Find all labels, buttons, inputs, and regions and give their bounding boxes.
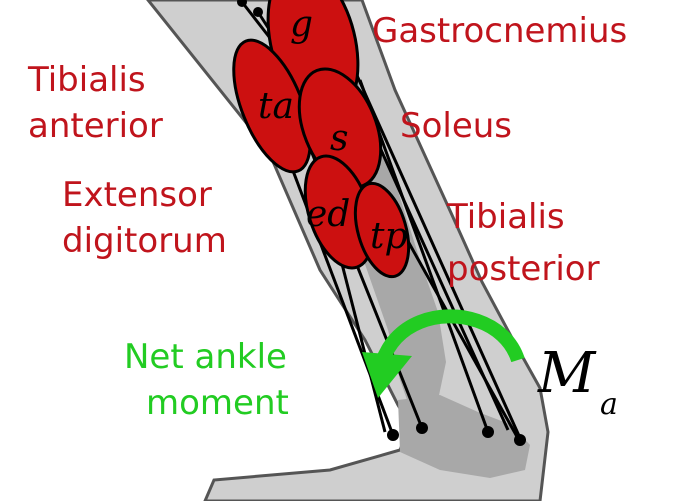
label-tibialis-posterior-line1: Tibialis [446,197,565,237]
muscle-letter-s: s [330,118,348,159]
label-gastrocnemius: Gastrocnemius [372,11,627,51]
label-soleus: Soleus [400,106,512,146]
label-extensor-line2: digitorum [62,221,227,261]
muscle-letter-ed: ed [306,194,350,235]
moment-symbol-M: M [537,341,597,406]
label-extensor-line1: Extensor [62,175,212,215]
label-net-ankle-line2: moment [146,383,289,423]
label-tibialis-posterior-line2: posterior [447,249,600,289]
label-tibialis-anterior-line2: anterior [28,106,163,146]
muscle-letter-tp: tp [370,216,408,257]
moment-symbol-subscript: a [600,387,618,422]
label-tibialis-anterior-line1: Tibialis [27,60,146,100]
muscle-letter-ta: ta [258,86,294,127]
label-net-ankle-line1: Net ankle [124,337,287,377]
muscle-letter-g: g [290,4,313,45]
